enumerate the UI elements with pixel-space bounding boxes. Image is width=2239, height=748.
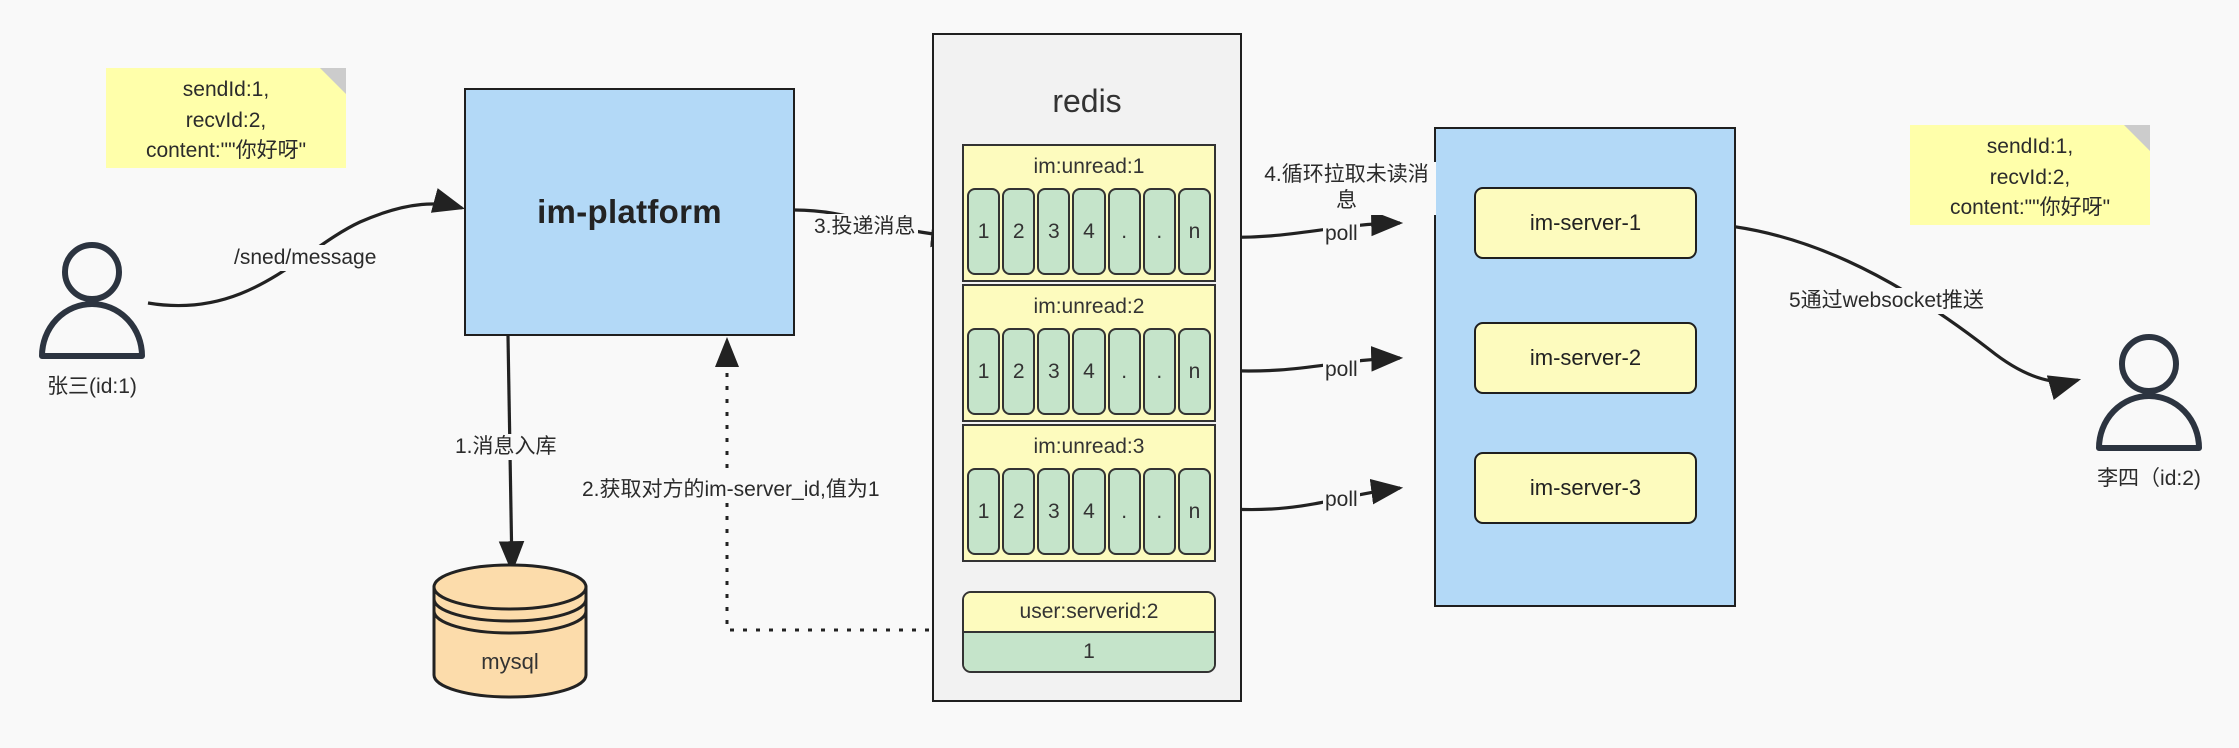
list-item: 4	[1072, 468, 1106, 555]
im-platform-box[interactable]: im-platform	[464, 88, 795, 336]
list-item: n	[1177, 188, 1211, 275]
edge-label-poll-2: poll	[1323, 357, 1360, 384]
sticky-fold-icon	[2124, 125, 2150, 151]
actor-receiver-label: 李四（id:2)	[2097, 467, 2201, 490]
list-item: .	[1142, 328, 1176, 415]
user-icon	[2096, 334, 2202, 451]
sticky-note-left: sendId:1, recvId:2, content:""你好呀"	[106, 68, 346, 168]
edge-label-step5: 5通过websocket推送	[1787, 288, 1986, 315]
im-server-3-label: im-server-3	[1529, 475, 1642, 500]
redis-unread-list-3[interactable]: im:unread:3 1 2 3 4 . . n	[962, 424, 1216, 562]
edge-unread1-to-server1	[1215, 210, 1404, 239]
list-item: .	[1107, 188, 1141, 275]
database-cylinder-icon	[432, 563, 588, 699]
sticky-note-left-text: sendId:1, recvId:2, content:""你好呀"	[145, 78, 307, 163]
redis-unread-key-2: im:unread:2	[1033, 295, 1145, 318]
list-item: 1	[967, 188, 1001, 275]
edge-label-step2: 2.获取对方的im-server_id,值为1	[580, 477, 882, 504]
list-item: 2	[1002, 328, 1036, 415]
list-item: 4	[1072, 188, 1106, 275]
list-item: .	[1142, 188, 1176, 275]
redis-user-serverid[interactable]: user:serverid:2 1	[962, 591, 1216, 673]
edge-label-send-message: /sned/message	[232, 245, 379, 272]
im-server-1-box[interactable]: im-server-1	[1474, 187, 1697, 259]
im-server-3-box[interactable]: im-server-3	[1474, 452, 1697, 524]
list-item: 3	[1037, 468, 1071, 555]
list-item: .	[1107, 468, 1141, 555]
list-item: 1	[967, 328, 1001, 415]
redis-user-serverid-value: 1	[964, 633, 1214, 671]
im-server-1-label: im-server-1	[1529, 210, 1642, 235]
list-item: 3	[1037, 188, 1071, 275]
redis-unread-cells-2: 1 2 3 4 . . n	[964, 328, 1214, 420]
redis-unread-cells-3: 1 2 3 4 . . n	[964, 468, 1214, 560]
user-icon	[39, 242, 145, 359]
edge-unread2-to-server2	[1215, 346, 1404, 373]
edge-unread3-to-server3	[1215, 478, 1404, 512]
im-platform-label: im-platform	[537, 193, 722, 230]
sticky-note-right-text: sendId:1, recvId:2, content:""你好呀"	[1949, 135, 2111, 220]
im-server-2-label: im-server-2	[1529, 345, 1642, 370]
list-item: 2	[1002, 468, 1036, 555]
edge-label-step3: 3.投递消息	[812, 214, 918, 241]
redis-unread-list-2[interactable]: im:unread:2 1 2 3 4 . . n	[962, 284, 1216, 422]
mysql-label: mysql	[481, 649, 539, 674]
actor-receiver[interactable]	[2085, 332, 2213, 452]
list-item: 4	[1072, 328, 1106, 415]
list-item: 2	[1002, 188, 1036, 275]
edge-label-step1: 1.消息入库	[453, 434, 559, 461]
sticky-fold-icon	[320, 68, 346, 94]
list-item: 1	[967, 468, 1001, 555]
mysql-database[interactable]: mysql	[428, 563, 592, 699]
redis-user-serverid-key: user:serverid:2	[964, 593, 1214, 633]
edge-label-step4: 4.循环拉取未读消息	[1257, 162, 1436, 215]
list-item: 3	[1037, 328, 1071, 415]
redis-unread-key-3: im:unread:3	[1033, 435, 1145, 458]
list-item: .	[1107, 328, 1141, 415]
redis-unread-key-1: im:unread:1	[1033, 155, 1145, 178]
redis-unread-list-1[interactable]: im:unread:1 1 2 3 4 . . n	[962, 144, 1216, 282]
actor-sender[interactable]	[28, 240, 156, 360]
edge-label-poll-3: poll	[1323, 487, 1360, 514]
list-item: .	[1142, 468, 1176, 555]
edge-label-poll-1: poll	[1323, 221, 1360, 248]
sticky-note-right: sendId:1, recvId:2, content:""你好呀"	[1910, 125, 2150, 225]
list-item: n	[1177, 328, 1211, 415]
redis-title: redis	[1052, 83, 1122, 119]
list-item: n	[1177, 468, 1211, 555]
actor-sender-label: 张三(id:1)	[47, 375, 137, 398]
redis-unread-cells-1: 1 2 3 4 . . n	[964, 188, 1214, 280]
im-server-2-box[interactable]: im-server-2	[1474, 322, 1697, 394]
